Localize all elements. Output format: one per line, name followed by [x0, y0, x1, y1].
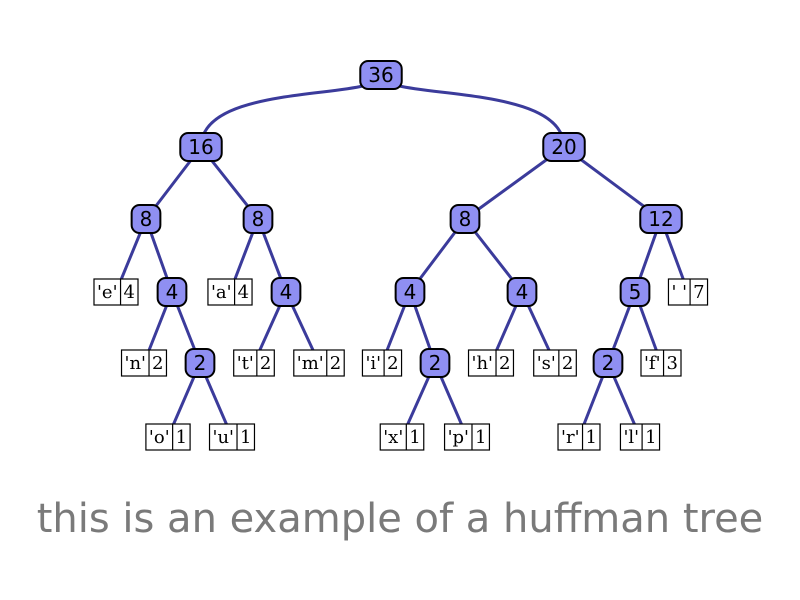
internal-node: 12: [639, 204, 683, 234]
leaf-node: 'f' 3: [640, 349, 682, 377]
leaf-symbol: 'm': [297, 353, 324, 374]
leaf-weight: 1: [475, 427, 486, 448]
node-weight: 8: [459, 207, 472, 231]
leaf-node: 'l' 1: [619, 423, 661, 451]
leaf-symbol: 'e': [97, 282, 118, 303]
leaf-node: 's' 2: [533, 349, 577, 377]
leaf-symbol: 'i': [365, 353, 381, 374]
leaf-weight: 2: [499, 353, 510, 374]
leaf-node: 'e' 4: [93, 278, 139, 306]
node-weight: 4: [280, 280, 293, 304]
tree-edge: [379, 73, 566, 149]
leaf-symbol: 'l': [623, 427, 639, 448]
leaf-symbol: 'o': [149, 427, 170, 448]
node-weight: 4: [516, 280, 529, 304]
leaf-symbol: ' ': [671, 282, 687, 303]
node-weight: 4: [404, 280, 417, 304]
node-weight: 2: [602, 351, 615, 375]
leaf-node: 'o' 1: [145, 423, 191, 451]
internal-node: 4: [506, 277, 538, 307]
internal-node: 2: [184, 348, 216, 378]
leaf-weight: 1: [586, 427, 597, 448]
internal-node: 20: [542, 132, 586, 162]
leaf-symbol: 'p': [448, 427, 469, 448]
leaf-node: 'n'2: [120, 349, 168, 377]
node-weight: 8: [140, 207, 153, 231]
leaf-symbol: 'h': [472, 353, 494, 374]
internal-node: 4: [270, 277, 302, 307]
node-weight: 8: [252, 207, 265, 231]
internal-node: 2: [419, 348, 451, 378]
node-weight: 16: [188, 135, 213, 159]
tree-edge: [199, 73, 383, 149]
leaf-symbol: 'u': [213, 427, 235, 448]
internal-node: 5: [619, 277, 651, 307]
tree-edges: [114, 73, 690, 439]
leaf-weight: 2: [260, 353, 271, 374]
leaf-node: 'm' 2: [293, 349, 345, 377]
leaf-symbol: 'n': [125, 353, 147, 374]
node-weight: 36: [368, 63, 393, 87]
leaf-weight: 2: [562, 353, 573, 374]
leaf-node: 'u'1: [208, 423, 256, 451]
leaf-node: 'h'2: [467, 349, 515, 377]
leaf-symbol: 'x': [383, 427, 403, 448]
leaf-node: ' ' 7: [667, 278, 709, 306]
internal-node: 8: [130, 204, 162, 234]
internal-node: 36: [359, 60, 403, 90]
leaf-symbol: 'a': [211, 282, 232, 303]
leaf-node: 't' 2: [233, 349, 275, 377]
internal-node: 4: [156, 277, 188, 307]
node-weight: 4: [166, 280, 179, 304]
node-weight: 5: [629, 280, 642, 304]
leaf-node: 'p' 1: [443, 423, 491, 451]
leaf-weight: 2: [387, 353, 398, 374]
leaf-symbol: 'r': [561, 427, 580, 448]
leaf-weight: 1: [645, 427, 656, 448]
internal-node: 8: [242, 204, 274, 234]
leaf-weight: 1: [176, 427, 187, 448]
leaf-weight: 7: [693, 282, 704, 303]
node-weight: 2: [429, 351, 442, 375]
leaf-weight: 2: [330, 353, 341, 374]
leaf-weight: 3: [667, 353, 678, 374]
leaf-weight: 2: [152, 353, 163, 374]
leaf-node: 'x' 1: [379, 423, 425, 451]
leaf-symbol: 's': [537, 353, 556, 374]
leaf-node: 'r' 1: [557, 423, 601, 451]
internal-node: 4: [394, 277, 426, 307]
internal-node: 2: [592, 348, 624, 378]
leaf-node: 'i' 2: [361, 349, 403, 377]
leaf-weight: 4: [238, 282, 249, 303]
node-weight: 2: [194, 351, 207, 375]
node-weight: 12: [648, 207, 673, 231]
leaf-node: 'a' 4: [207, 278, 253, 306]
leaf-weight: 1: [409, 427, 420, 448]
leaf-weight: 4: [124, 282, 135, 303]
internal-node: 8: [449, 204, 481, 234]
leaf-weight: 1: [240, 427, 251, 448]
diagram-caption: this is an example of a huffman tree: [36, 496, 764, 542]
leaf-symbol: 'f': [644, 353, 661, 374]
internal-node: 16: [179, 132, 223, 162]
leaf-symbol: 't': [237, 353, 254, 374]
node-weight: 20: [551, 135, 576, 159]
